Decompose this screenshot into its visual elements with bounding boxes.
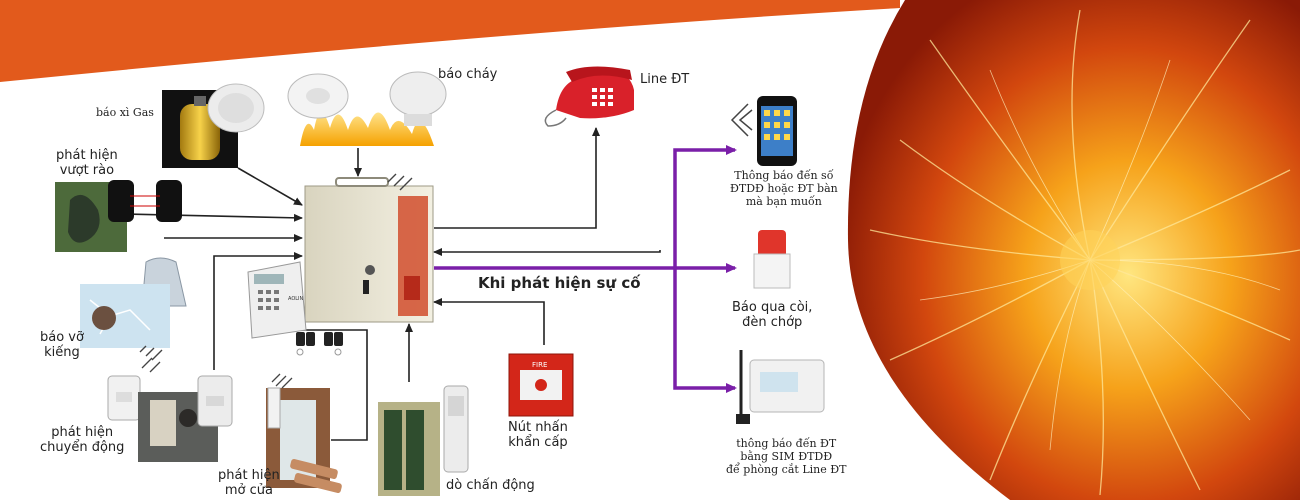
label-vibration-detect: dò chấn động: [446, 478, 535, 493]
incident-detected-label: Khi phát hiện sự cố: [478, 274, 641, 292]
label-fire-alarm: báo cháy: [438, 67, 498, 82]
label-siren-strobe: Báo qua còi, đèn chớp: [732, 300, 813, 330]
emergency-button-icon: FIRE: [508, 353, 574, 417]
label-glass-break: báo vỡ kiếng: [40, 330, 84, 360]
smoke-detector-icon: [282, 68, 447, 148]
label-notify-sim: thông báo đến ĐT bằng SIM ĐTDĐ để phòng …: [726, 437, 847, 476]
desk-phone-icon: [544, 66, 634, 127]
mobile-phone-icon: [730, 96, 797, 166]
label-motion-detect: phát hiện chuyển động: [40, 425, 125, 455]
label-gas: báo xì Gas: [96, 106, 154, 119]
fire-box-text: FIRE: [532, 361, 547, 369]
label-phone-line: Line ĐT: [640, 72, 690, 87]
keypad-brand-text: AOLIN: [288, 296, 304, 302]
siren-icon: [753, 230, 791, 289]
door-sensor: [266, 373, 342, 494]
gsm-module-icon: [736, 350, 825, 424]
label-fence-detect: phát hiện vượt rào: [56, 148, 118, 178]
control-panel: [304, 173, 434, 323]
glass-break-sensor: [80, 257, 187, 361]
keypad: AOLIN: [247, 261, 307, 339]
vibration-sensor: [378, 385, 469, 496]
orange-banner: [0, 0, 900, 82]
fence-beam-sensors: [55, 180, 182, 252]
label-notify-mobile: Thông báo đến số ĐTDĐ hoặc ĐT bàn mà bạn…: [730, 169, 838, 208]
output-arrows: [434, 145, 737, 393]
label-door-detect: phát hiện mở cửa: [218, 468, 280, 498]
input-arrows: [125, 127, 661, 441]
gas-cylinder-icon: [162, 83, 265, 168]
remote-controls: [296, 332, 343, 356]
label-emergency-button: Nút nhấn khẩn cấp: [508, 420, 568, 450]
motion-sensors: [107, 357, 233, 462]
fire-background: [847, 0, 1300, 500]
